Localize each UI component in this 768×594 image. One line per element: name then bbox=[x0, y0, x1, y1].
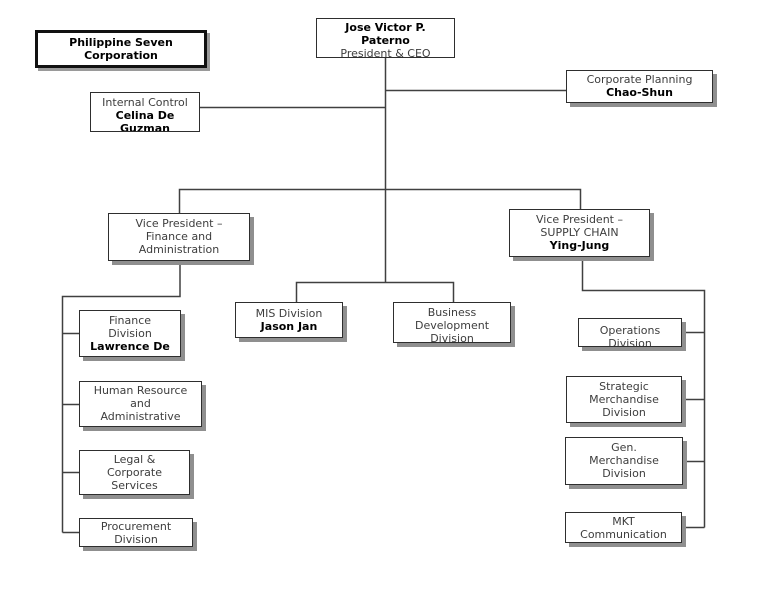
org-node-line: Division bbox=[114, 533, 158, 546]
org-node-line: MKT bbox=[612, 515, 635, 528]
org-node-line: Guzman bbox=[120, 122, 170, 132]
org-node-line: Merchandise bbox=[589, 454, 659, 467]
org-node-line: Division bbox=[108, 327, 152, 340]
org-node-line: President & CEO bbox=[340, 47, 431, 58]
org-node-line: Operations bbox=[599, 324, 661, 337]
org-node-line: Corporate bbox=[107, 466, 162, 479]
org-node-line: Division bbox=[602, 467, 646, 480]
org-node-line: Gen. bbox=[611, 441, 637, 454]
org-node-line: SUPPLY CHAIN bbox=[540, 226, 619, 239]
org-node-line: Vice President – bbox=[536, 213, 623, 226]
org-node-line: Strategic bbox=[599, 380, 649, 393]
org-node-line: MIS Division bbox=[255, 307, 323, 320]
org-node-line: Finance bbox=[108, 314, 152, 327]
org-node-line: Division bbox=[430, 332, 474, 343]
org-node-line: Paterno bbox=[361, 34, 410, 47]
org-node-line: Administration bbox=[138, 243, 220, 256]
org-node-line: Philippine Seven bbox=[69, 36, 173, 49]
org-node-line: Finance and bbox=[145, 230, 213, 243]
org-node-line: Jose Victor P. bbox=[345, 21, 426, 34]
org-node-line: Corporate Planning bbox=[586, 73, 693, 86]
org-node-line: Division bbox=[602, 406, 646, 419]
org-node-line: Jason Jan bbox=[260, 320, 318, 333]
org-node-line: Procurement bbox=[100, 520, 172, 533]
org-node-line: Vice President – bbox=[135, 217, 223, 230]
org-node-line: Administrative bbox=[100, 410, 181, 423]
org-node-line: Ying-Jung bbox=[549, 239, 610, 252]
org-node-line: Lawrence De bbox=[90, 340, 170, 353]
org-node-line: Business bbox=[427, 306, 477, 319]
org-node-line: Internal Control bbox=[102, 96, 188, 109]
org-node-line: Corporation bbox=[84, 49, 158, 62]
org-node-line: Division bbox=[608, 337, 652, 347]
org-node-line: Merchandise bbox=[589, 393, 659, 406]
org-node-line: Services bbox=[111, 479, 158, 492]
org-node-line: Chao-Shun bbox=[606, 86, 673, 99]
org-node-line: and bbox=[130, 397, 151, 410]
org-node-line: Human Resource bbox=[93, 384, 188, 397]
org-node-line: Communication bbox=[580, 528, 667, 541]
org-node-line: Development bbox=[414, 319, 490, 332]
org-node-line: Legal & bbox=[113, 453, 156, 466]
org-node-line: Celina De bbox=[115, 109, 175, 122]
